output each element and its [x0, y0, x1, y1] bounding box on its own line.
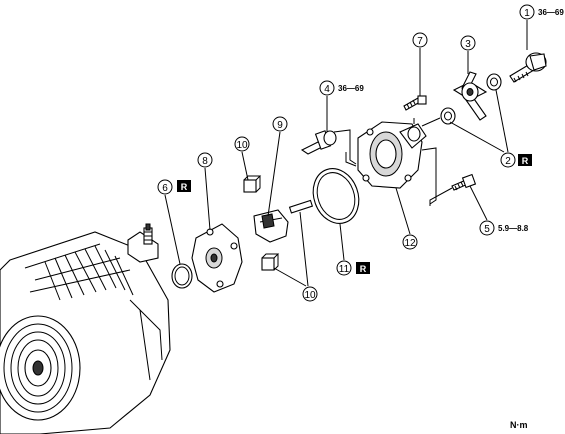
- callout-9: 9: [267, 116, 288, 217]
- svg-text:7: 7: [417, 36, 423, 47]
- svg-text:11: 11: [339, 264, 350, 275]
- svg-text:10: 10: [304, 290, 316, 301]
- svg-text:6: 6: [162, 183, 168, 194]
- svg-text:1: 1: [524, 8, 530, 19]
- callout-12: 12: [395, 187, 418, 250]
- o-ring-6: [171, 263, 193, 289]
- vane-10-lower: [261, 253, 280, 271]
- callout-11: 11 R: [336, 223, 370, 276]
- callout-10-top: 10: [234, 136, 250, 181]
- svg-text:2: 2: [505, 156, 511, 167]
- callout-3: 3: [460, 35, 476, 74]
- callout-4: 4 36—69: [319, 80, 364, 132]
- pump-housing-12: [357, 121, 427, 189]
- callout-5: 5 5.9—8.8: [469, 185, 529, 236]
- svg-text:R: R: [181, 182, 188, 192]
- torque-unit-label: N·m: [510, 420, 528, 430]
- bolt-5: [429, 173, 477, 206]
- washer-2a: [440, 107, 456, 125]
- banjo-bolt-1: [509, 52, 547, 83]
- svg-text:36—69: 36—69: [538, 8, 564, 17]
- fitting-4: [300, 129, 357, 165]
- vane-10-upper: [243, 175, 262, 193]
- bolt-7: [403, 95, 427, 111]
- svg-text:R: R: [360, 264, 367, 274]
- callout-8: 8: [197, 152, 213, 231]
- banjo-fitting-3: [452, 71, 488, 121]
- svg-text:3: 3: [465, 39, 471, 50]
- washer-2b: [486, 73, 502, 91]
- o-ring-11: [312, 168, 360, 224]
- callout-10-bottom: 10: [273, 211, 318, 302]
- callout-7: 7: [412, 32, 428, 96]
- vane-rotor-9: [253, 199, 314, 243]
- callout-2: 2 R: [449, 89, 532, 168]
- svg-text:5.9—8.8: 5.9—8.8: [498, 224, 529, 233]
- pump-plate-8: [191, 223, 243, 293]
- svg-text:R: R: [522, 156, 529, 166]
- callout-1: 1 36—69: [519, 4, 564, 50]
- svg-text:9: 9: [277, 120, 283, 131]
- svg-text:10: 10: [236, 140, 248, 151]
- svg-text:5: 5: [484, 224, 490, 235]
- callout-6: 6 R: [157, 179, 191, 265]
- alternator: [0, 223, 171, 434]
- svg-text:4: 4: [324, 84, 330, 95]
- svg-text:36—69: 36—69: [338, 84, 364, 93]
- svg-text:12: 12: [404, 238, 416, 249]
- svg-text:8: 8: [202, 156, 208, 167]
